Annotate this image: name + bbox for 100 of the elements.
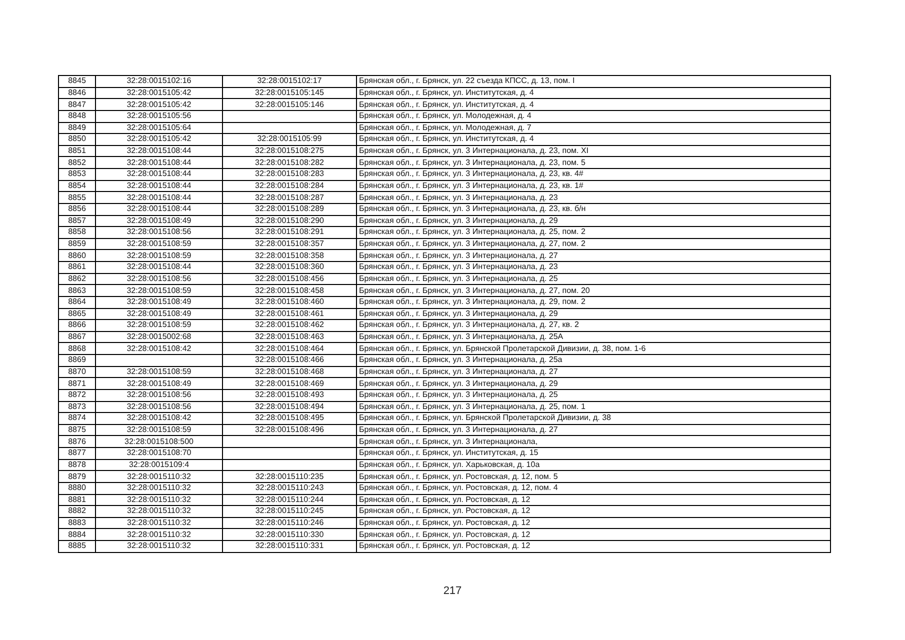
table-cell: Брянская обл., г. Брянск, ул. 3 Интернационала, д. 29 [356,308,830,320]
table-cell: 32:28:0015110:330 [222,528,356,540]
table-cell: 32:28:0015108:493 [222,389,356,401]
table-cell: 32:28:0015108:59 [96,320,222,332]
table-cell: 32:28:0015108:59 [96,284,222,296]
table-cell: Брянская обл., г. Брянск, ул. Институтская, д. 4 [356,134,830,146]
table-cell: 8859 [58,238,96,250]
table-cell: 32:28:0015108:59 [96,250,222,262]
table-cell: 8848 [58,110,96,122]
table-cell: Брянская обл., г. Брянск, ул. 3 Интернационала, д. 25, пом. 2 [356,226,830,238]
table-cell: 8878 [58,459,96,471]
table-cell: 32:28:0015110:32 [96,540,222,552]
table-cell: 32:28:0015108:44 [96,156,222,168]
table-cell: 8862 [58,273,96,285]
table-cell: 8855 [58,192,96,204]
table-cell: 32:28:0015108:56 [96,389,222,401]
table-cell: 32:28:0015108:468 [222,366,356,378]
table-cell: 8857 [58,215,96,227]
table-cell: 32:28:0015108:49 [96,378,222,390]
table-cell: 8870 [58,366,96,378]
table-cell: 8867 [58,331,96,343]
table-cell: 8865 [58,308,96,320]
table-cell: 8871 [58,378,96,390]
table-cell: 32:28:0015108:282 [222,156,356,168]
table-cell: Брянская обл., г. Брянск, ул. 3 Интернационала, д. 25 [356,389,830,401]
table-cell: 32:28:0015108:283 [222,168,356,180]
table-cell: Брянская обл., г. Брянск, ул. Ростовская, д. 12, пом. 4 [356,482,830,494]
table-cell: 32:28:0015108:460 [222,296,356,308]
table-cell: Брянская обл., г. Брянск, ул. 3 Интернационала, д. 29 [356,378,830,390]
table-cell: 32:28:0015108:456 [222,273,356,285]
table-cell: 8852 [58,156,96,168]
table-cell: 32:28:0015108:495 [222,412,356,424]
table-cell: 8847 [58,98,96,110]
table-cell: Брянская обл., г. Брянск, ул. 3 Интернационала, д. 23, кв. 4# [356,168,830,180]
table-cell: 8854 [58,180,96,192]
table-cell: 32:28:0015110:244 [222,494,356,506]
table-cell: 32:28:0015108:464 [222,342,356,354]
table-cell: Брянская обл., г. Брянск, ул. 3 Интернационала, д. 29 [356,215,830,227]
table-cell: 32:28:0015105:145 [222,87,356,99]
table-cell: 32:28:0015110:32 [96,482,222,494]
table-cell: 32:28:0015108:44 [96,262,222,274]
table-cell: 32:28:0015105:64 [96,122,222,134]
table-cell: 32:28:0015102:16 [96,76,222,88]
table-cell: 32:28:0015108:59 [96,238,222,250]
table-cell: Брянская обл., г. Брянск, ул. Ростовская, д. 12 [356,517,830,529]
table-cell: 32:28:0015108:49 [96,215,222,227]
table-cell: Брянская обл., г. Брянск, ул. 3 Интернационала, д. 23 [356,262,830,274]
table-cell: 32:28:0015108:287 [222,192,356,204]
table-cell: 32:28:0015108:458 [222,284,356,296]
table-cell: 32:28:0015108:42 [96,342,222,354]
table-cell: 32:28:0015108:44 [96,192,222,204]
table-cell: 32:28:0015105:146 [222,98,356,110]
table-cell: 32:28:0015108:291 [222,226,356,238]
table-cell: Брянская обл., г. Брянск, ул. Ростовская, д. 12 [356,540,830,552]
table-cell: 8866 [58,320,96,332]
table-cell: Брянская обл., г. Брянск, ул. 3 Интернационала, д. 27, кв. 2 [356,320,830,332]
table-cell: Брянская обл., г. Брянск, ул. Институтская, д. 4 [356,98,830,110]
table-cell: 32:28:0015109:4 [96,459,222,471]
table-cell: 8875 [58,424,96,436]
table-cell: 8858 [58,226,96,238]
table-cell: Брянская обл., г. Брянск, ул. Брянской Пролетарской Дивизии, д. 38, пом. 1-6 [356,342,830,354]
table-cell: 8884 [58,528,96,540]
table-cell: 8861 [58,262,96,274]
table-cell: Брянская обл., г. Брянск, ул. 3 Интернационала, д. 25А [356,331,830,343]
table-cell: 32:28:0015105:99 [222,134,356,146]
table-cell: 8864 [58,296,96,308]
table-cell: 8883 [58,517,96,529]
table-cell: 32:28:0015108:44 [96,145,222,157]
table-cell: 32:28:0015108:463 [222,331,356,343]
table-cell: 32:28:0015110:32 [96,470,222,482]
table-cell: 8863 [58,284,96,296]
table-cell: Брянская обл., г. Брянск, ул. Харьковская, д. 10а [356,459,830,471]
table-cell: 8876 [58,436,96,448]
table-cell: 8860 [58,250,96,262]
table-cell: 32:28:0015110:235 [222,470,356,482]
table-cell: 32:28:0015108:289 [222,203,356,215]
table-cell: 8846 [58,87,96,99]
table-cell: 32:28:0015108:49 [96,296,222,308]
table-cell: Брянская обл., г. Брянск, ул. 3 Интернационала, д. 27, пом. 20 [356,284,830,296]
table-cell: Брянская обл., г. Брянск, ул. Институтская, д. 15 [356,448,830,460]
table-cell: 8880 [58,482,96,494]
table-cell: 8853 [58,168,96,180]
table-cell: 32:28:0015108:59 [96,424,222,436]
table-cell: Брянская обл., г. Брянск, ул. 3 Интернационала, [356,436,830,448]
table-cell: 32:28:0015108:59 [96,366,222,378]
table-cell: Брянская обл., г. Брянск, ул. Молодежная, д. 7 [356,122,830,134]
table-cell: Брянская обл., г. Брянск, ул. 3 Интернационала, д. 27 [356,424,830,436]
table-cell: 32:28:0015108:56 [96,273,222,285]
table-cell: Брянская обл., г. Брянск, ул. Ростовская, д. 12 [356,494,830,506]
table-cell: 32:28:0015105:42 [96,134,222,146]
table-cell: 8881 [58,494,96,506]
table-cell: 32:28:0015108:275 [222,145,356,157]
table-cell: Брянская обл., г. Брянск, ул. 3 Интернационала, д. 25а [356,354,830,366]
table-cell: 32:28:0015108:462 [222,320,356,332]
table-cell: 32:28:0015108:466 [222,354,356,366]
table-cell: 8879 [58,470,96,482]
table-cell: 8851 [58,145,96,157]
table-cell: 32:28:0015108:56 [96,226,222,238]
table-cell: 8877 [58,448,96,460]
table-cell: Брянская обл., г. Брянск, ул. Брянской Пролетарской Дивизии, д. 38 [356,412,830,424]
